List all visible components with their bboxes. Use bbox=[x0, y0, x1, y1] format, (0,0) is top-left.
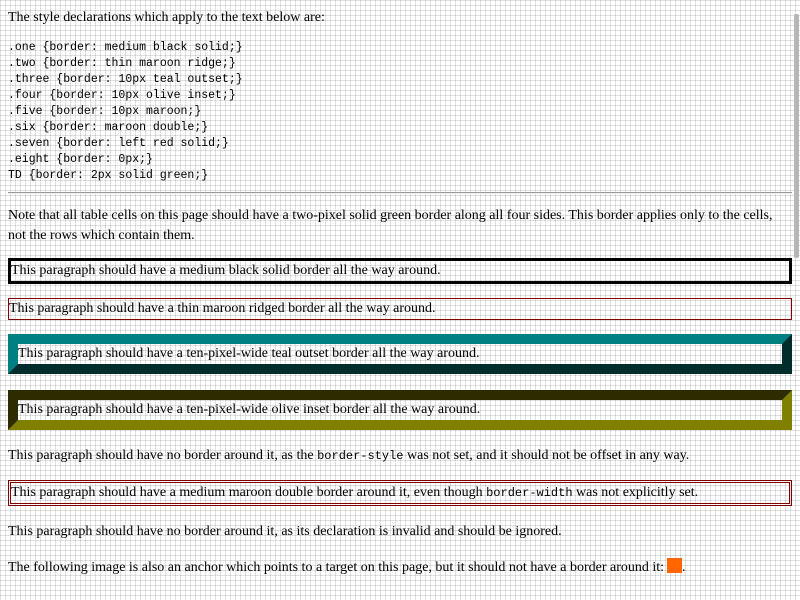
paragraph-one: This paragraph should have a medium blac… bbox=[8, 258, 792, 284]
paragraph-five-before: This paragraph should have no border aro… bbox=[8, 448, 318, 463]
anchor-image-link[interactable] bbox=[667, 558, 683, 573]
style-declarations-code: .one {border: medium black solid;} .two … bbox=[8, 41, 243, 182]
paragraph-seven: This paragraph should have no border aro… bbox=[8, 524, 562, 539]
paragraph-two: This paragraph should have a thin maroon… bbox=[8, 298, 792, 320]
paragraph-five-after: was not set, and it should not be offset… bbox=[403, 448, 690, 463]
paragraph-six-before: This paragraph should have a medium maro… bbox=[11, 485, 487, 500]
paragraph-five: This paragraph should have no border aro… bbox=[8, 446, 792, 466]
horizontal-rule bbox=[8, 192, 792, 194]
paragraph-anchor: The following image is also an anchor wh… bbox=[8, 558, 792, 578]
paragraph-three: This paragraph should have a ten-pixel-w… bbox=[8, 334, 792, 374]
page-content: The style declarations which apply to th… bbox=[8, 0, 792, 578]
paragraph-four: This paragraph should have a ten-pixel-w… bbox=[8, 390, 792, 430]
paragraph-six-after: was not explicitly set. bbox=[572, 485, 699, 500]
vertical-scrollbar[interactable] bbox=[792, 0, 800, 600]
scrollbar-thumb[interactable] bbox=[794, 14, 799, 258]
paragraph-anchor-text: The following image is also an anchor wh… bbox=[8, 560, 665, 575]
intro-text: The style declarations which apply to th… bbox=[8, 10, 325, 25]
paragraph-anchor-end: . bbox=[682, 560, 686, 575]
note-text: Note that all table cells on this page s… bbox=[8, 208, 773, 243]
paragraph-six-code: border-width bbox=[486, 486, 573, 500]
paragraph-six: This paragraph should have a medium maro… bbox=[8, 480, 792, 506]
paragraph-five-code: border-style bbox=[317, 449, 404, 463]
